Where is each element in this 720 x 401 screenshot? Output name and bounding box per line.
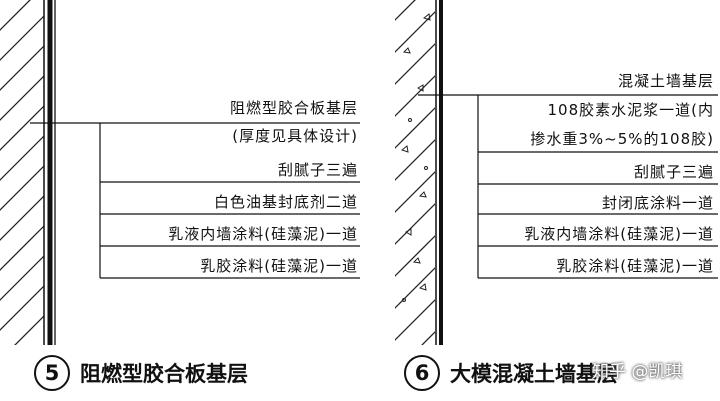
- right-layer-label-7: 乳胶涂料(硅藻泥)一道: [556, 257, 714, 275]
- right-wall-hatch: [395, 0, 435, 345]
- right-detail-caption: 大模混凝土墙基层: [450, 362, 618, 386]
- left-layer-label-2: (厚度见具体设计): [232, 127, 358, 145]
- right-layer-label-2: 108胶素水泥浆一道(内: [547, 101, 714, 119]
- right-detail-number: 6: [404, 355, 440, 391]
- right-leaders: [418, 94, 718, 279]
- left-detail-number: 5: [34, 355, 70, 391]
- left-layer-label-5: 乳液内墙涂料(硅藻泥)一道: [168, 225, 358, 243]
- right-layer-label-6: 乳液内墙涂料(硅藻泥)一道: [524, 225, 714, 243]
- right-layer-label-5: 封闭底涂料一道: [601, 194, 714, 212]
- left-wall-hatch: [0, 0, 44, 345]
- left-layer-label-3: 刮腻子三遍: [277, 161, 358, 179]
- left-layer-label-4: 白色油基封底剂二道: [213, 193, 358, 211]
- right-layer-label-3: 掺水重3%~5%的108胶): [530, 130, 714, 148]
- right-layer-label-1: 混凝土墙基层: [617, 72, 714, 90]
- concrete-aggregate-marks: [400, 13, 431, 302]
- watermark: 知乎 @凯琪: [592, 362, 683, 382]
- left-detail-caption: 阻燃型胶合板基层: [80, 362, 248, 386]
- left-layer-label-6: 乳胶涂料(硅藻泥)一道: [200, 257, 358, 275]
- left-layer-label-1: 阻燃型胶合板基层: [229, 99, 358, 117]
- right-layer-label-4: 刮腻子三遍: [633, 163, 714, 181]
- left-leaders: [30, 122, 360, 279]
